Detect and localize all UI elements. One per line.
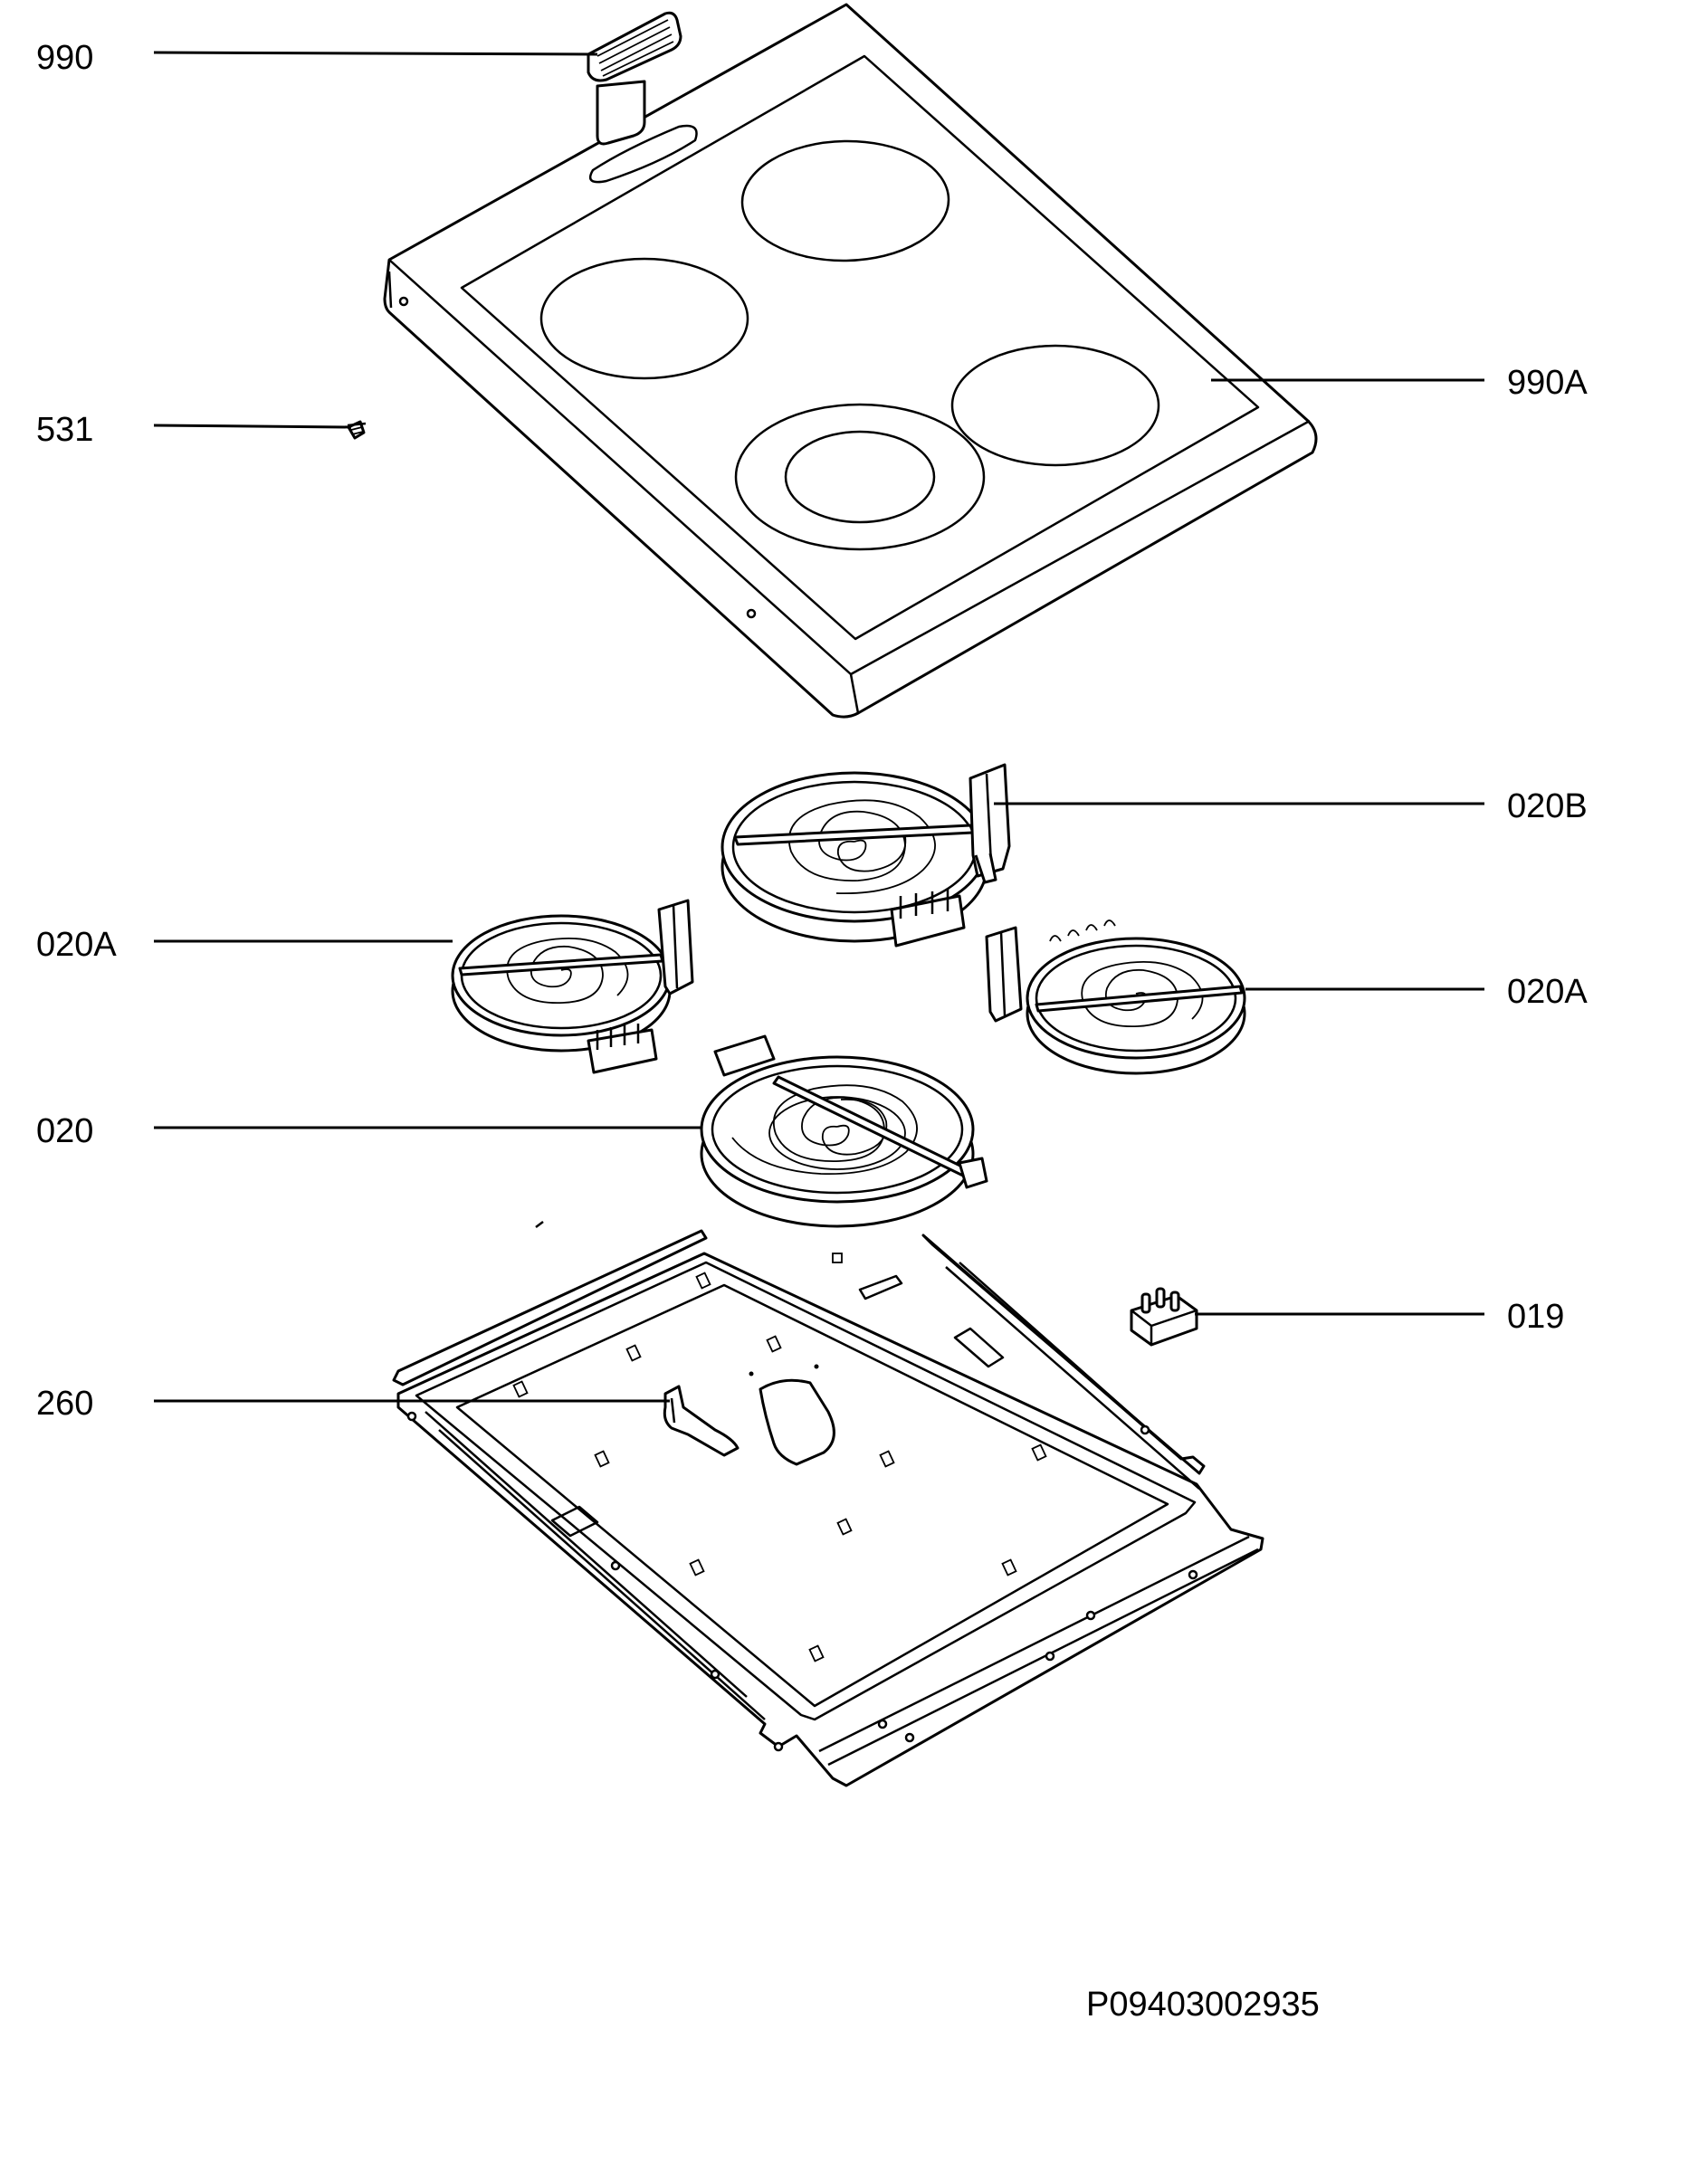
radiant-element-020B (720, 763, 1011, 948)
radiant-element-020 (700, 1034, 988, 1228)
terminal-block-019 (1130, 1287, 1198, 1347)
callout-020A-right: 020A (1507, 973, 1588, 1011)
callout-020B: 020B (1507, 787, 1588, 825)
hob-base-frame (392, 1221, 1264, 1787)
callout-020A-left: 020A (36, 926, 117, 964)
drawing-number: P09403002935 (1086, 1986, 1320, 2024)
hob-glass-top (383, 3, 1318, 719)
callout-labels: 990 531 990A 020B 020A 020A 020 019 260 … (36, 39, 1588, 2024)
callout-019: 019 (1507, 1298, 1564, 1336)
radiant-element-020A-left (451, 899, 694, 1074)
handle-part-990 (587, 11, 682, 146)
callout-990: 990 (36, 39, 93, 77)
callout-020: 020 (36, 1112, 93, 1150)
radiant-element-020A-right (985, 919, 1246, 1075)
callout-531: 531 (36, 411, 93, 449)
callout-990A: 990A (1507, 364, 1588, 402)
cooking-zone-markings (539, 139, 1160, 551)
leader-990 (153, 51, 598, 56)
bracket-part-260 (663, 1385, 739, 1457)
leader-lines (153, 51, 1484, 1403)
leader-531 (153, 424, 352, 429)
screw-part-531 (347, 420, 367, 440)
callout-260: 260 (36, 1385, 93, 1423)
